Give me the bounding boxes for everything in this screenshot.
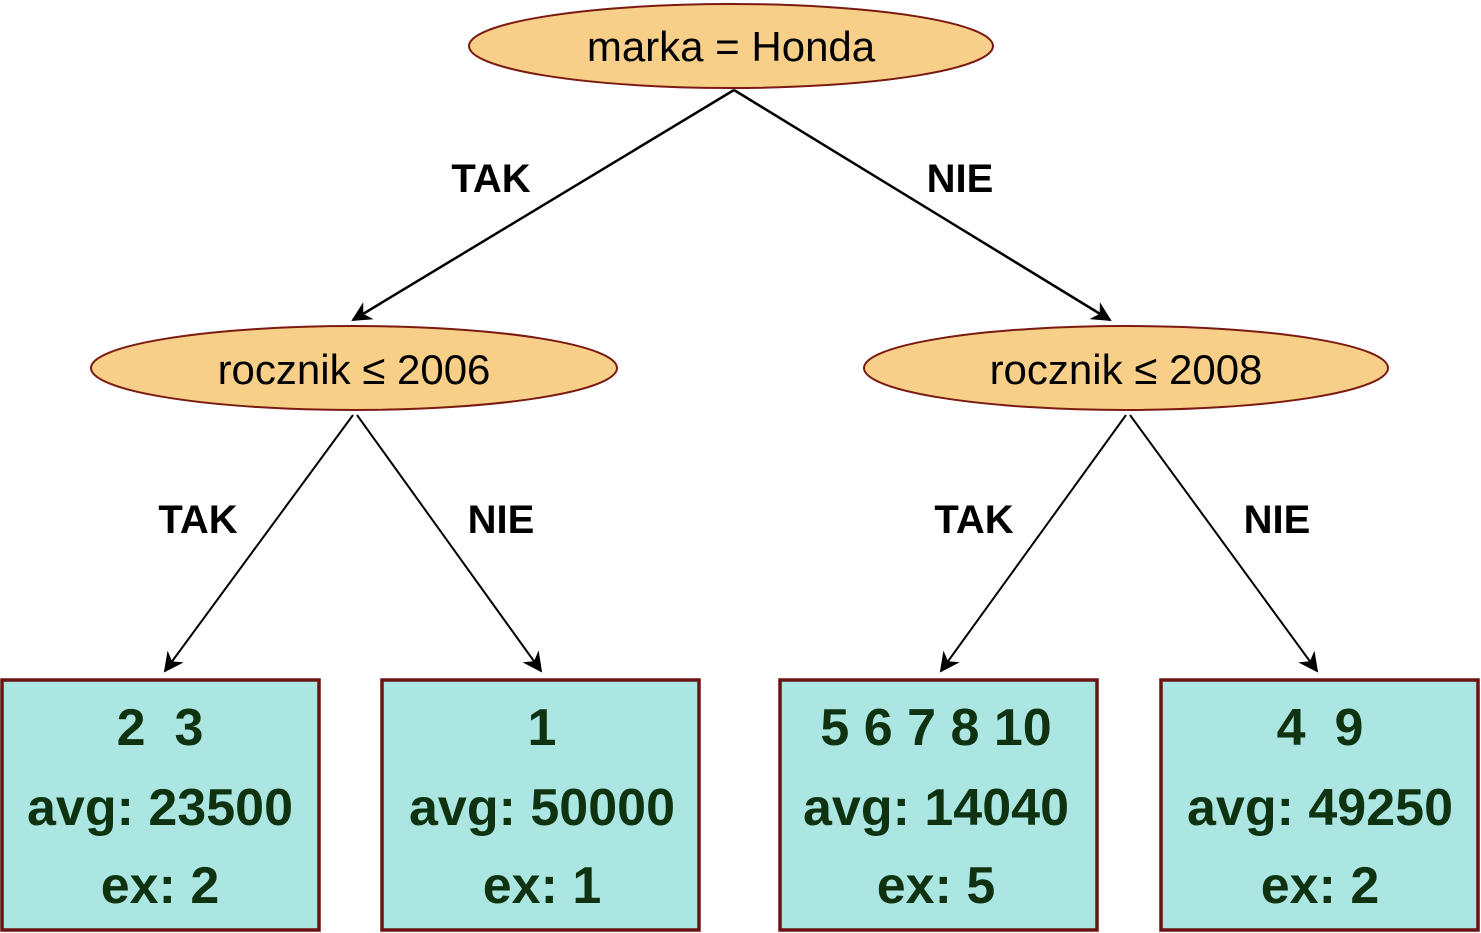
edge-label-root-right: NIE bbox=[927, 157, 994, 201]
left-decision-node-label: rocznik ≤ 2006 bbox=[218, 346, 491, 393]
edge-label-left-left: TAK bbox=[158, 498, 237, 542]
leaf-3: 5 6 7 8 10 avg: 14040 ex: 5 bbox=[778, 678, 1099, 932]
left-decision-node: rocznik ≤ 2006 bbox=[90, 325, 618, 411]
right-decision-node-label: rocznik ≤ 2008 bbox=[990, 346, 1263, 393]
root-node-label: marka = Honda bbox=[587, 23, 876, 70]
edge-left-left bbox=[163, 414, 354, 673]
leaf-1-ex: ex: 2 bbox=[101, 857, 220, 915]
leaf-4-ids: 4 9 bbox=[1277, 699, 1364, 757]
right-decision-node: rocznik ≤ 2008 bbox=[863, 325, 1389, 411]
edge-root-right bbox=[733, 88, 1112, 322]
leaf-2-ids: 1 bbox=[528, 699, 557, 757]
root-node: marka = Honda bbox=[468, 3, 994, 89]
leaf-1-ids: 2 3 bbox=[117, 699, 204, 757]
leaf-4-avg: avg: 49250 bbox=[1187, 779, 1453, 837]
edge-right-left bbox=[939, 414, 1127, 673]
leaf-1-avg: avg: 23500 bbox=[27, 779, 293, 837]
edge-label-right-right: NIE bbox=[1244, 498, 1311, 542]
edge-root-left bbox=[351, 88, 735, 322]
leaf-2-avg: avg: 50000 bbox=[409, 779, 675, 837]
edge-label-right-left: TAK bbox=[934, 498, 1013, 542]
leaf-3-ex: ex: 5 bbox=[877, 857, 996, 915]
leaf-3-ids: 5 6 7 8 10 bbox=[820, 699, 1051, 757]
leaf-4: 4 9 avg: 49250 ex: 2 bbox=[1159, 678, 1480, 932]
edge-label-left-right: NIE bbox=[468, 498, 535, 542]
leaf-2: 1 avg: 50000 ex: 1 bbox=[380, 678, 701, 932]
edge-left-right bbox=[356, 414, 543, 673]
leaf-1: 2 3 avg: 23500 ex: 2 bbox=[0, 678, 321, 932]
leaf-4-ex: ex: 2 bbox=[1261, 857, 1380, 915]
leaf-3-avg: avg: 14040 bbox=[803, 779, 1069, 837]
edge-right-right bbox=[1129, 414, 1319, 673]
leaf-2-ex: ex: 1 bbox=[483, 857, 602, 915]
edge-label-root-left: TAK bbox=[451, 157, 530, 201]
